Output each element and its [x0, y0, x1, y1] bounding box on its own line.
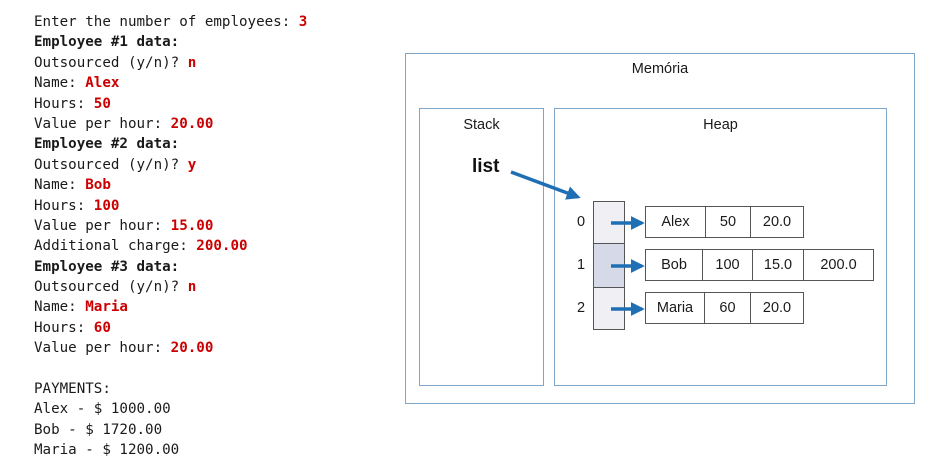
- console-line: Name: Bob: [34, 175, 307, 195]
- console-line: Employee #3 data:: [34, 257, 307, 277]
- console-line: Name: Maria: [34, 297, 307, 317]
- console-input-value: 100: [93, 197, 120, 214]
- object-1-value: 15.0: [752, 249, 804, 281]
- list-variable-label: list: [472, 156, 500, 177]
- console-input-value: Alex: [85, 75, 120, 92]
- console-line: Hours: 60: [34, 318, 307, 338]
- object-1-hours: 100: [702, 249, 753, 281]
- console-text: Maria - $ 1200.00: [34, 442, 180, 459]
- console-text: PAYMENTS:: [34, 381, 111, 398]
- array-cell-2: [593, 287, 625, 330]
- console-text: Value per hour:: [34, 340, 171, 357]
- console-text: Name:: [34, 75, 86, 92]
- memory-frame: [405, 53, 915, 404]
- console-input-value: Bob: [85, 177, 111, 194]
- array-index-0: 0: [577, 214, 586, 230]
- console-line: Value per hour: 20.00: [34, 338, 307, 358]
- console-text: Name:: [34, 299, 86, 316]
- object-2-hours: 60: [704, 292, 751, 324]
- console-input-value: y: [187, 156, 197, 173]
- console-input-value: 60: [93, 319, 111, 336]
- console-text: Outsourced (y/n)?: [34, 54, 188, 71]
- array-cell-1: [593, 243, 625, 288]
- console-input-value: n: [187, 54, 197, 71]
- array-index-2: 2: [577, 300, 586, 316]
- console-input-value: Maria: [85, 299, 128, 316]
- console-text: Enter the number of employees:: [34, 14, 299, 30]
- console-text: Bob - $ 1720.00: [34, 421, 163, 438]
- heap-frame: [554, 108, 887, 386]
- console-line: Name: Alex: [34, 73, 307, 93]
- console-text: Additional charge:: [34, 238, 197, 255]
- console-input-value: 20.00: [170, 340, 214, 357]
- console-line: Employee #2 data:: [34, 134, 307, 154]
- console-line: Outsourced (y/n)? n: [34, 53, 307, 73]
- heap-label: Heap: [703, 117, 738, 133]
- object-0-hours: 50: [705, 206, 751, 238]
- console-line: Alex - $ 1000.00: [34, 399, 307, 419]
- console-line: Value per hour: 15.00: [34, 216, 307, 236]
- console-line: Hours: 50: [34, 94, 307, 114]
- console-text: Employee #2 data:: [34, 136, 180, 153]
- console-line: Hours: 100: [34, 196, 307, 216]
- console-text: Outsourced (y/n)?: [34, 156, 188, 173]
- console-line: Bob - $ 1720.00: [34, 420, 307, 440]
- stack-label: Stack: [463, 117, 500, 133]
- console-text: Value per hour:: [34, 115, 171, 132]
- console-input-value: n: [187, 279, 197, 296]
- console-line: PAYMENTS:: [34, 379, 307, 399]
- console-text: Hours:: [34, 319, 94, 336]
- memory-label: Memória: [631, 61, 689, 77]
- console-text: Value per hour:: [34, 217, 171, 234]
- console-text: Outsourced (y/n)?: [34, 279, 188, 296]
- object-1-name: Bob: [645, 249, 703, 281]
- object-0-value: 20.0: [750, 206, 804, 238]
- console-text: Name:: [34, 177, 86, 194]
- console-line: Additional charge: 200.00: [34, 236, 307, 256]
- object-2-name: Maria: [645, 292, 705, 324]
- console-line: Employee #1 data:: [34, 32, 307, 52]
- console-input-value: 3: [298, 14, 308, 30]
- console-line: Outsourced (y/n)? n: [34, 277, 307, 297]
- object-0-name: Alex: [645, 206, 706, 238]
- console-text: Hours:: [34, 95, 94, 112]
- console-line: Value per hour: 20.00: [34, 114, 307, 134]
- console-input-value: 200.00: [196, 238, 248, 255]
- console-line: Outsourced (y/n)? y: [34, 155, 307, 175]
- console-line: Maria - $ 1200.00: [34, 440, 307, 460]
- console-text: Employee #1 data:: [34, 34, 180, 51]
- array-index-1: 1: [577, 257, 586, 273]
- object-2-value: 20.0: [750, 292, 804, 324]
- console-input-value: 20.00: [170, 115, 214, 132]
- array-cell-0: [593, 201, 625, 244]
- console-text: Alex - $ 1000.00: [34, 401, 171, 418]
- stack-frame: [419, 108, 544, 386]
- object-1-charge: 200.0: [803, 249, 874, 281]
- console-text: Employee #3 data:: [34, 258, 180, 275]
- console-line: Enter the number of employees: 3: [34, 12, 307, 32]
- console-text: Hours:: [34, 197, 94, 214]
- console-input-value: 15.00: [170, 217, 214, 234]
- console-input-value: 50: [93, 95, 111, 112]
